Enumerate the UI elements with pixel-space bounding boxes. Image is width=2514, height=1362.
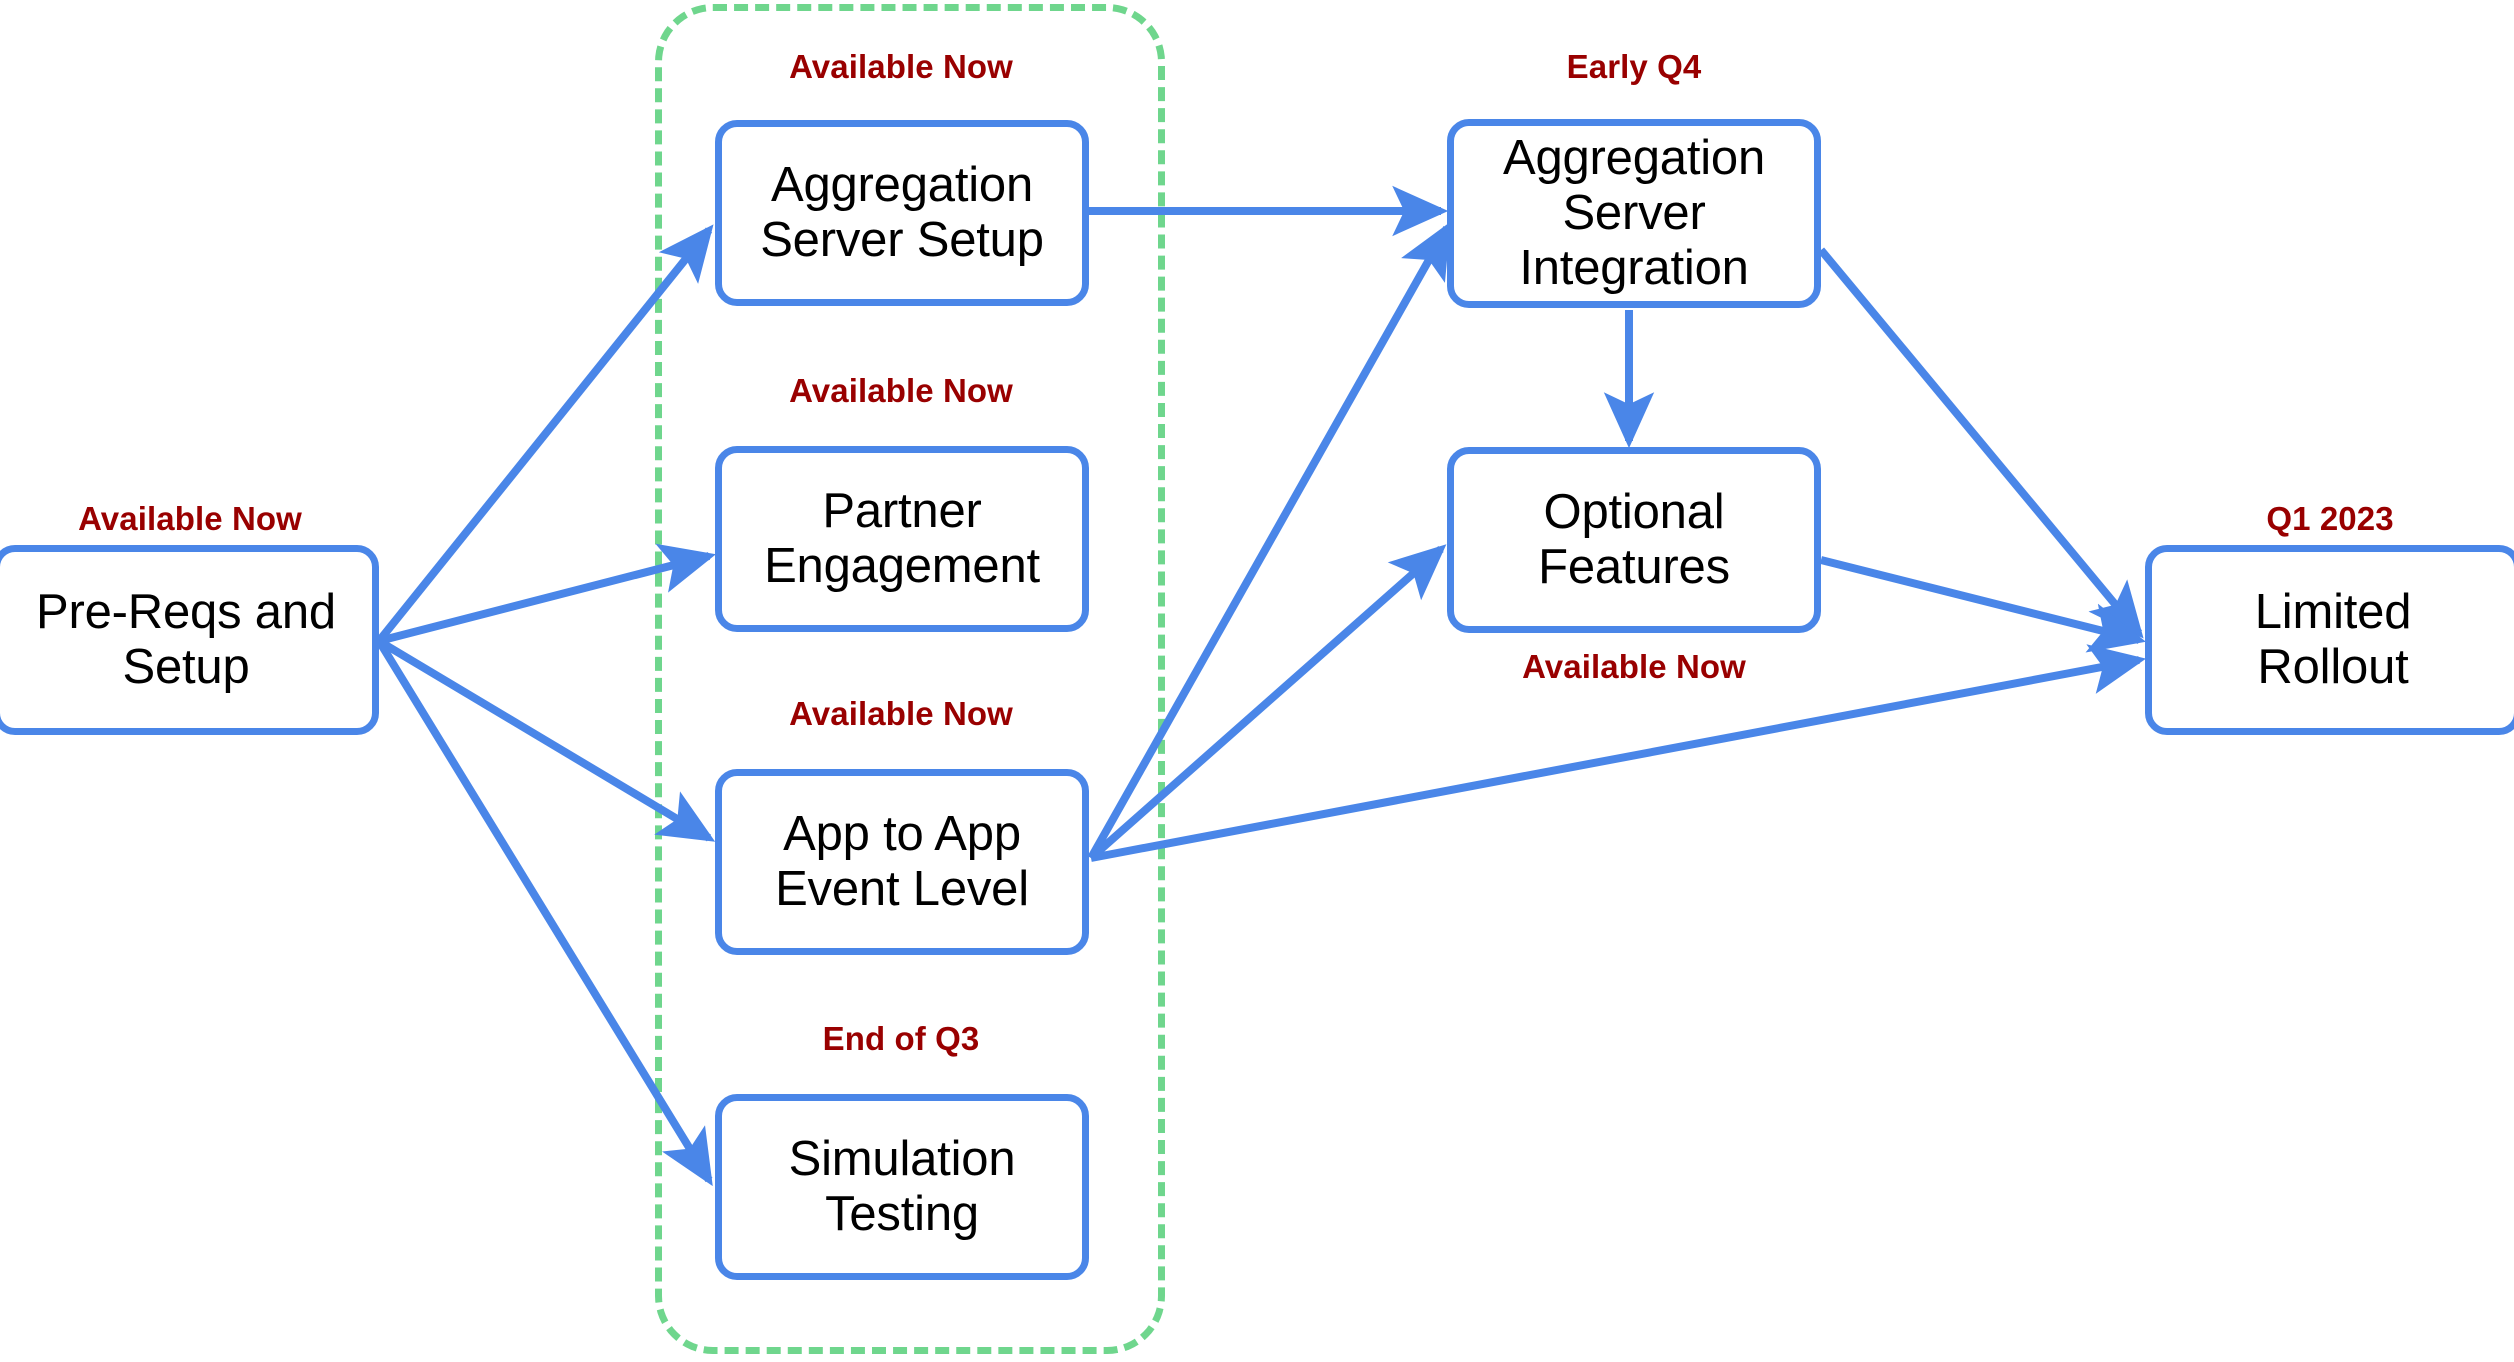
node-optional-features[interactable]: Optional Features [1447,447,1821,633]
node-limited-rollout[interactable]: Limited Rollout [2145,545,2514,735]
edge-optional-features-to-limited-rollout [1820,556,2146,653]
node-label-limited-rollout: Limited Rollout [2254,585,2412,694]
node-label-partner-engagement: Partner Engagement [764,484,1040,593]
node-app-to-app-event-level[interactable]: App to App Event Level [715,769,1089,955]
edge-integration-to-limited-rollout [1817,247,2144,639]
node-simulation-testing[interactable]: Simulation Testing [715,1094,1089,1280]
stage-label-aggregation-server-integration: Early Q4 [1566,48,1702,85]
stage-label-partner-engagement: Available Now [789,372,1013,409]
node-label-optional-features: Optional Features [1538,485,1730,594]
node-aggregation-server-setup[interactable]: Aggregation Server Setup [715,120,1089,306]
stage-label-optional-features: Available Now [1522,648,1746,685]
node-label-aggregation-server-setup: Aggregation Server Setup [760,158,1044,267]
stage-label-pre-reqs-and-setup: Available Now [78,500,302,537]
stage-label-simulation-testing: End of Q3 [822,1020,980,1057]
stage-label-app-to-app-event-level: Available Now [789,695,1013,732]
node-partner-engagement[interactable]: Partner Engagement [715,446,1089,632]
edge-app-to-app-to-limited-rollout [1090,644,2147,862]
node-label-pre-reqs-and-setup: Pre-Reqs and Setup [36,585,336,694]
stage-label-limited-rollout: Q1 2023 [2266,500,2394,537]
node-label-aggregation-server-integration: Aggregation Server Integration [1502,131,1766,295]
node-pre-reqs-and-setup[interactable]: Pre-Reqs and Setup [0,545,379,735]
stage-label-aggregation-server-setup: Available Now [789,48,1013,85]
node-aggregation-server-integration[interactable]: Aggregation Server Integration [1447,119,1821,308]
node-label-app-to-app-event-level: App to App Event Level [775,807,1029,916]
node-label-simulation-testing: Simulation Testing [788,1132,1016,1241]
